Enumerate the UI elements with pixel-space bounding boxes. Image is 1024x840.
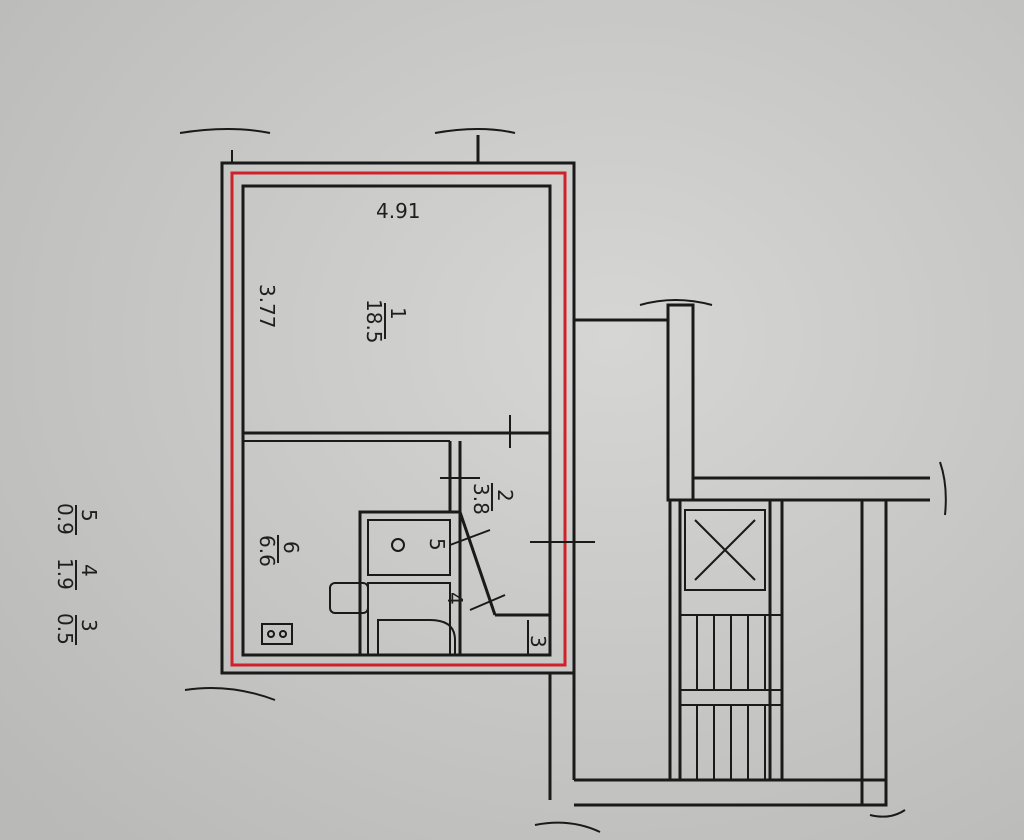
svg-text:0.5: 0.5 (53, 613, 77, 645)
svg-text:6: 6 (279, 541, 303, 554)
room-3-label: 3 (526, 635, 550, 648)
svg-text:3: 3 (77, 619, 101, 632)
stair-steps (679, 614, 782, 780)
svg-text:18.5: 18.5 (362, 299, 386, 344)
dimension-length: 3.77 (255, 284, 279, 329)
room-6-label: 6 6.6 (255, 535, 303, 567)
svg-text:5: 5 (77, 509, 101, 522)
svg-text:1: 1 (386, 307, 410, 320)
svg-text:2: 2 (493, 489, 517, 502)
svg-text:0.9: 0.9 (53, 503, 77, 535)
apartment-outline (230, 171, 567, 667)
room-2-label: 2 3.8 (469, 483, 517, 515)
svg-text:1.9: 1.9 (53, 558, 77, 590)
room-4-label: 4 (443, 592, 467, 605)
dimension-width: 4.91 (376, 199, 421, 223)
stove-icon (261, 623, 293, 645)
elevator-icon (684, 509, 766, 591)
svg-text:6.6: 6.6 (255, 535, 279, 567)
bathroom-fixtures (261, 415, 595, 657)
svg-text:4: 4 (77, 564, 101, 577)
svg-text:3.8: 3.8 (469, 483, 493, 515)
area-legend: 5 0.9 4 1.9 3 0.5 (53, 503, 101, 645)
stairwell (534, 299, 947, 833)
room-5-label: 5 (425, 538, 449, 551)
room-1-label: 1 18.5 (362, 299, 410, 344)
